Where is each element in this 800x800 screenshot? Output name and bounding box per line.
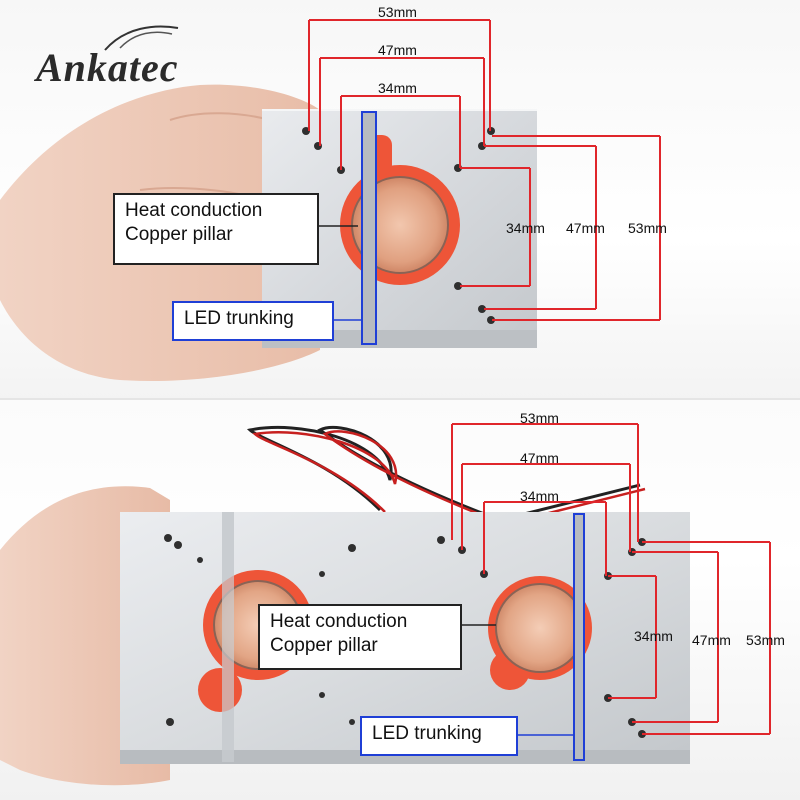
copper-pillar-right bbox=[495, 583, 585, 673]
callout-heat-line1: Heat conduction bbox=[270, 611, 408, 632]
callout-heat-conduction: Heat conduction Copper pillar bbox=[258, 604, 462, 670]
dim-label-h-53: 53mm bbox=[520, 410, 559, 426]
panel-divider bbox=[0, 398, 800, 401]
dim-label-h-47: 47mm bbox=[378, 42, 417, 58]
led-trunking-strip bbox=[361, 111, 377, 345]
dim-label-v-53: 53mm bbox=[628, 220, 667, 236]
dim-label-v-47: 47mm bbox=[692, 632, 731, 648]
dim-label-v-34: 34mm bbox=[634, 628, 673, 644]
bottom-photo-panel: 53mm 47mm 34mm 34mm 47mm 53mm Heat condu… bbox=[0, 400, 800, 800]
callout-heat-line1: Heat conduction bbox=[125, 200, 263, 221]
callout-heat-conduction: Heat conduction Copper pillar bbox=[113, 193, 319, 265]
led-trunking-strip bbox=[573, 513, 585, 761]
callout-led-trunking: LED trunking bbox=[360, 716, 518, 756]
callout-led-trunking: LED trunking bbox=[172, 301, 334, 341]
callout-led-label: LED trunking bbox=[184, 308, 294, 329]
callout-led-label: LED trunking bbox=[372, 723, 482, 744]
logo-swoosh-icon bbox=[104, 25, 179, 51]
dim-label-h-34: 34mm bbox=[520, 488, 559, 504]
dim-label-v-34: 34mm bbox=[506, 220, 545, 236]
callout-heat-line2: Copper pillar bbox=[125, 223, 233, 245]
dim-label-v-53: 53mm bbox=[746, 632, 785, 648]
dim-label-h-34: 34mm bbox=[378, 80, 417, 96]
dim-label-v-47: 47mm bbox=[566, 220, 605, 236]
dim-label-h-53: 53mm bbox=[378, 4, 417, 20]
brand-logo: Ankatec bbox=[36, 45, 179, 90]
dim-label-h-47: 47mm bbox=[520, 450, 559, 466]
callout-heat-line2: Copper pillar bbox=[270, 634, 378, 656]
top-photo-panel: Ankatec 53mm 47mm 34mm 34mm 47mm 53mm He… bbox=[0, 0, 800, 400]
